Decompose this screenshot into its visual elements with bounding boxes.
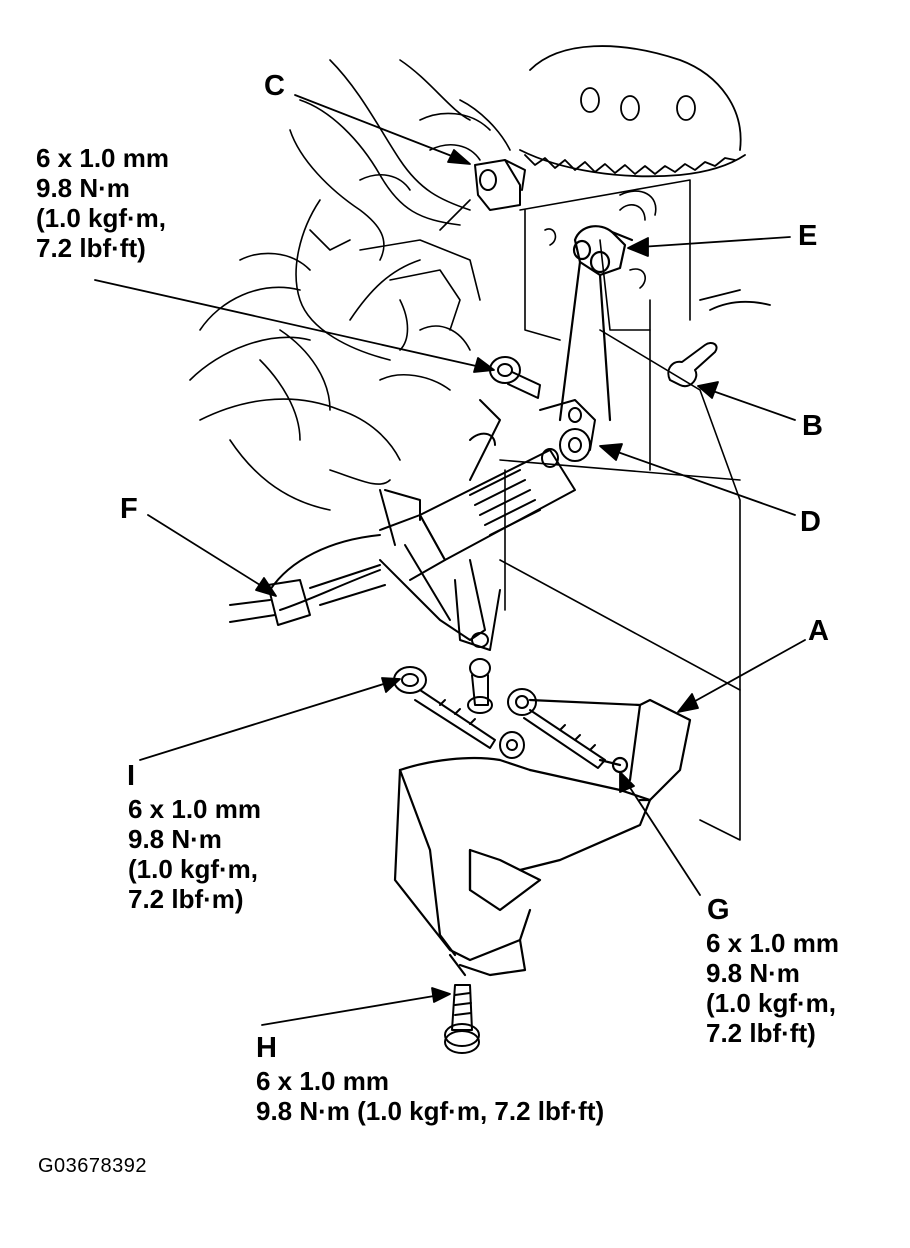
callout-b: B bbox=[802, 410, 823, 442]
bolt-top-left bbox=[489, 356, 541, 399]
spec-bolt-i: 6 x 1.0 mm 9.8 N·m (1.0 kgf·m, 7.2 lbf·m… bbox=[128, 794, 261, 914]
callout-g: G bbox=[707, 894, 730, 926]
washer bbox=[499, 731, 525, 759]
clip-e bbox=[558, 225, 634, 422]
figure-id: G03678392 bbox=[38, 1155, 148, 1177]
callout-f: F bbox=[120, 493, 138, 525]
clutch-line-f bbox=[229, 534, 501, 651]
bolt-center bbox=[467, 658, 493, 714]
spec-bolt-i-lbf: 7.2 lbf·m) bbox=[128, 884, 244, 914]
bracket-c bbox=[474, 159, 526, 211]
spec-bolt-g-kgf: (1.0 kgf·m, bbox=[706, 988, 837, 1018]
spec-top-left: 6 x 1.0 mm 9.8 N·m (1.0 kgf·m, 7.2 lbf·f… bbox=[36, 143, 169, 263]
callout-h: H bbox=[256, 1032, 277, 1064]
spec-top-left-kgf: (1.0 kgf·m, bbox=[36, 203, 167, 233]
spec-bolt-h: 6 x 1.0 mm 9.8 N·m (1.0 kgf·m, 7.2 lbf·f… bbox=[256, 1066, 604, 1126]
transmission-case bbox=[439, 179, 741, 841]
spec-bolt-g-size: 6 x 1.0 mm bbox=[706, 928, 839, 958]
spec-bolt-i-kgf: (1.0 kgf·m, bbox=[128, 854, 259, 884]
callout-d: D bbox=[800, 506, 821, 538]
spec-bolt-i-size: 6 x 1.0 mm bbox=[128, 794, 261, 824]
spec-top-left-size: 6 x 1.0 mm bbox=[36, 143, 169, 173]
bolt-i bbox=[393, 666, 496, 749]
bolt-h bbox=[444, 984, 480, 1054]
heat-shield-a bbox=[393, 698, 692, 977]
spec-bolt-g-torque: 9.8 N·m bbox=[706, 958, 800, 988]
spec-bolt-h-size: 6 x 1.0 mm bbox=[256, 1066, 389, 1096]
leader-lines bbox=[94, 94, 806, 1026]
flywheel bbox=[519, 45, 771, 311]
spec-bolt-g-lbf: 7.2 lbf·ft) bbox=[706, 1018, 816, 1048]
callout-a: A bbox=[808, 615, 829, 647]
bolt-g bbox=[507, 688, 606, 769]
spec-top-left-torque: 9.8 N·m bbox=[36, 173, 130, 203]
spec-bolt-g: 6 x 1.0 mm 9.8 N·m (1.0 kgf·m, 7.2 lbf·f… bbox=[706, 928, 839, 1048]
callout-e: E bbox=[798, 220, 818, 252]
slave-cylinder-d bbox=[379, 399, 596, 581]
engine-block-outline bbox=[189, 59, 511, 511]
spec-bolt-i-torque: 9.8 N·m bbox=[128, 824, 222, 854]
clip-b bbox=[667, 342, 718, 388]
spec-bolt-h-torque: 9.8 N·m (1.0 kgf·m, 7.2 lbf·ft) bbox=[256, 1096, 605, 1126]
callout-c: C bbox=[264, 70, 285, 102]
callout-i: I bbox=[127, 760, 136, 792]
spec-top-left-lbf: 7.2 lbf·ft) bbox=[36, 233, 146, 263]
